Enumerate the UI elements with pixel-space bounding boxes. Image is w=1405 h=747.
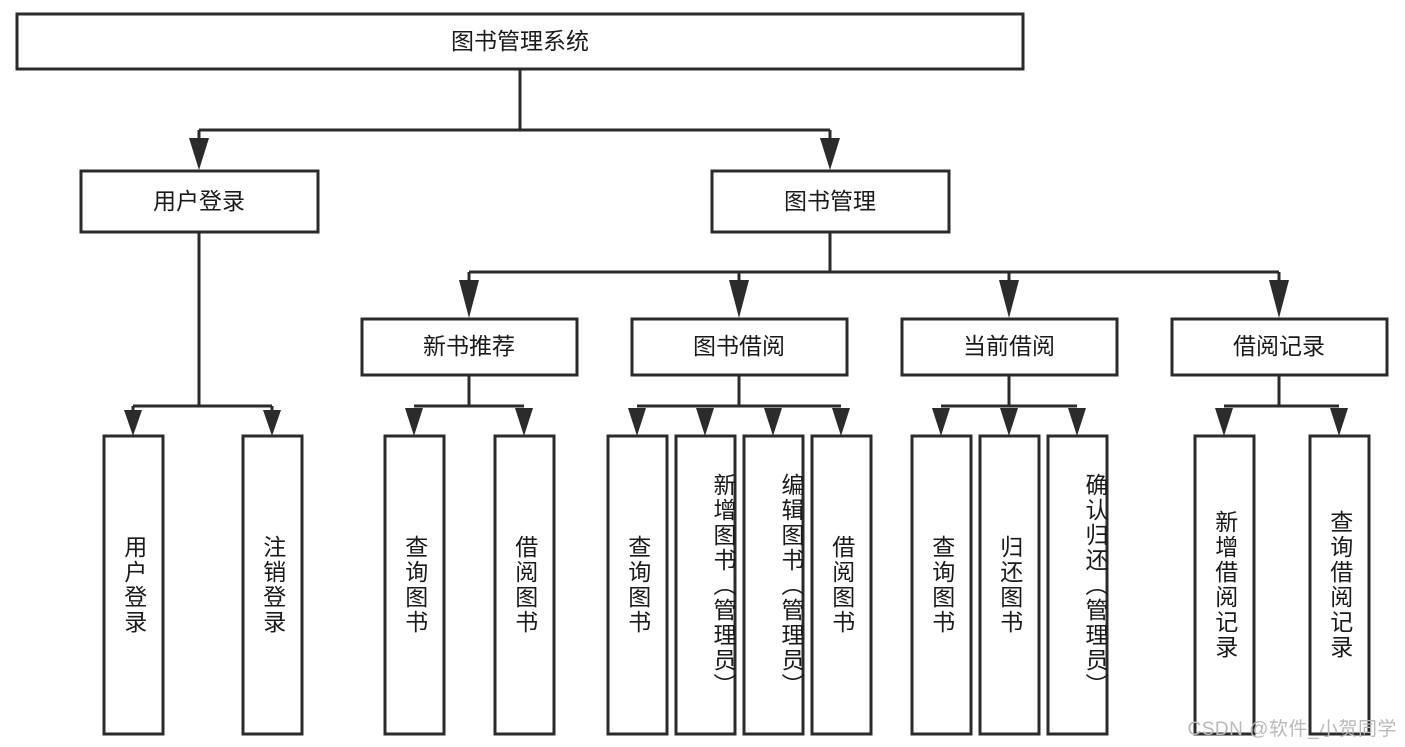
leaf-box-edit-book[interactable] — [742, 434, 805, 736]
arrow-head-leaf-add-book — [696, 408, 714, 436]
leaf-boxes — [102, 434, 1371, 736]
node-new-book-recommend-box[interactable] — [360, 317, 579, 377]
leaf-box-query-record[interactable] — [1308, 434, 1371, 736]
node-root-box[interactable] — [15, 12, 1025, 71]
node-borrow-record[interactable]: 借阅记录 — [1170, 317, 1389, 377]
node-book-manage-box[interactable] — [710, 169, 951, 234]
arrow-head-leaf-query-book-1 — [405, 408, 423, 436]
leaf-box-borrow-book-2[interactable] — [810, 434, 873, 736]
connectors-bookmanage-to-level3 — [459, 233, 1289, 318]
leaf-box-borrow-book-1[interactable] — [493, 434, 556, 736]
arrow-head-book-manage — [820, 138, 840, 170]
node-book-manage-label: 图书管理 — [784, 188, 876, 214]
arrow-head-leaf-query-record — [1330, 408, 1348, 436]
node-borrow-record-box[interactable] — [1170, 317, 1389, 377]
arrow-head-leaf-confirm-return — [1068, 408, 1086, 436]
arrow-head-current-borrow — [999, 280, 1019, 318]
leaf-box-query-book-3[interactable] — [910, 434, 973, 736]
node-root-label: 图书管理系统 — [451, 28, 589, 54]
arrow-head-leaf-borrow-book-2 — [832, 408, 850, 436]
node-book-borrow[interactable]: 图书借阅 — [630, 317, 849, 377]
node-book-borrow-box[interactable] — [630, 317, 849, 377]
arrow-head-leaf-user-login — [124, 410, 142, 436]
leaf-box-query-book-1[interactable] — [383, 434, 446, 736]
arrow-head-leaf-edit-book — [764, 408, 782, 436]
arrow-head-leaf-query-book-2 — [628, 408, 646, 436]
arrow-head-borrow-record — [1269, 280, 1289, 318]
node-new-book-recommend-label: 新书推荐 — [423, 333, 515, 359]
connectors-root-to-level2 — [189, 69, 840, 170]
connectors-userlogin-to-leaves — [124, 233, 281, 436]
node-current-borrow-label: 当前借阅 — [963, 333, 1055, 359]
node-book-borrow-label: 图书借阅 — [693, 333, 785, 359]
node-current-borrow[interactable]: 当前借阅 — [900, 317, 1119, 377]
node-user-login[interactable]: 用户登录 — [79, 169, 320, 234]
node-user-login-box[interactable] — [79, 169, 320, 234]
leaf-box-add-book[interactable] — [674, 434, 737, 736]
arrow-head-leaf-add-record — [1215, 408, 1233, 436]
node-book-manage[interactable]: 图书管理 — [710, 169, 951, 234]
watermark-text: CSDN @软件_小贺同学 — [1187, 719, 1397, 740]
leaf-box-user-login[interactable] — [102, 434, 165, 736]
arrow-head-book-borrow — [729, 280, 749, 318]
leaf-box-logout[interactable] — [241, 434, 304, 736]
connectors-borrowrecord-to-leaves — [1215, 375, 1348, 436]
leaf-box-confirm-return[interactable] — [1046, 434, 1109, 736]
node-current-borrow-box[interactable] — [900, 317, 1119, 377]
arrow-head-leaf-logout — [263, 410, 281, 436]
node-user-login-label: 用户登录 — [153, 188, 245, 214]
arrow-head-new-book — [459, 280, 479, 318]
connectors-newbook-to-leaves — [405, 375, 533, 436]
node-new-book-recommend[interactable]: 新书推荐 — [360, 317, 579, 377]
leaf-box-add-record[interactable] — [1193, 434, 1256, 736]
arrow-head-leaf-query-book-3 — [932, 408, 950, 436]
arrow-head-leaf-return-book — [1000, 408, 1018, 436]
arrow-head-leaf-borrow-book-1 — [515, 408, 533, 436]
leaf-box-return-book[interactable] — [978, 434, 1041, 736]
leaf-box-query-book-2[interactable] — [606, 434, 669, 736]
node-root[interactable]: 图书管理系统 — [15, 12, 1025, 71]
connectors-currentborrow-to-leaves — [932, 375, 1086, 436]
connectors-bookborrow-to-leaves — [628, 375, 850, 436]
node-borrow-record-label: 借阅记录 — [1233, 333, 1325, 359]
arrow-head-user-login — [189, 138, 209, 170]
